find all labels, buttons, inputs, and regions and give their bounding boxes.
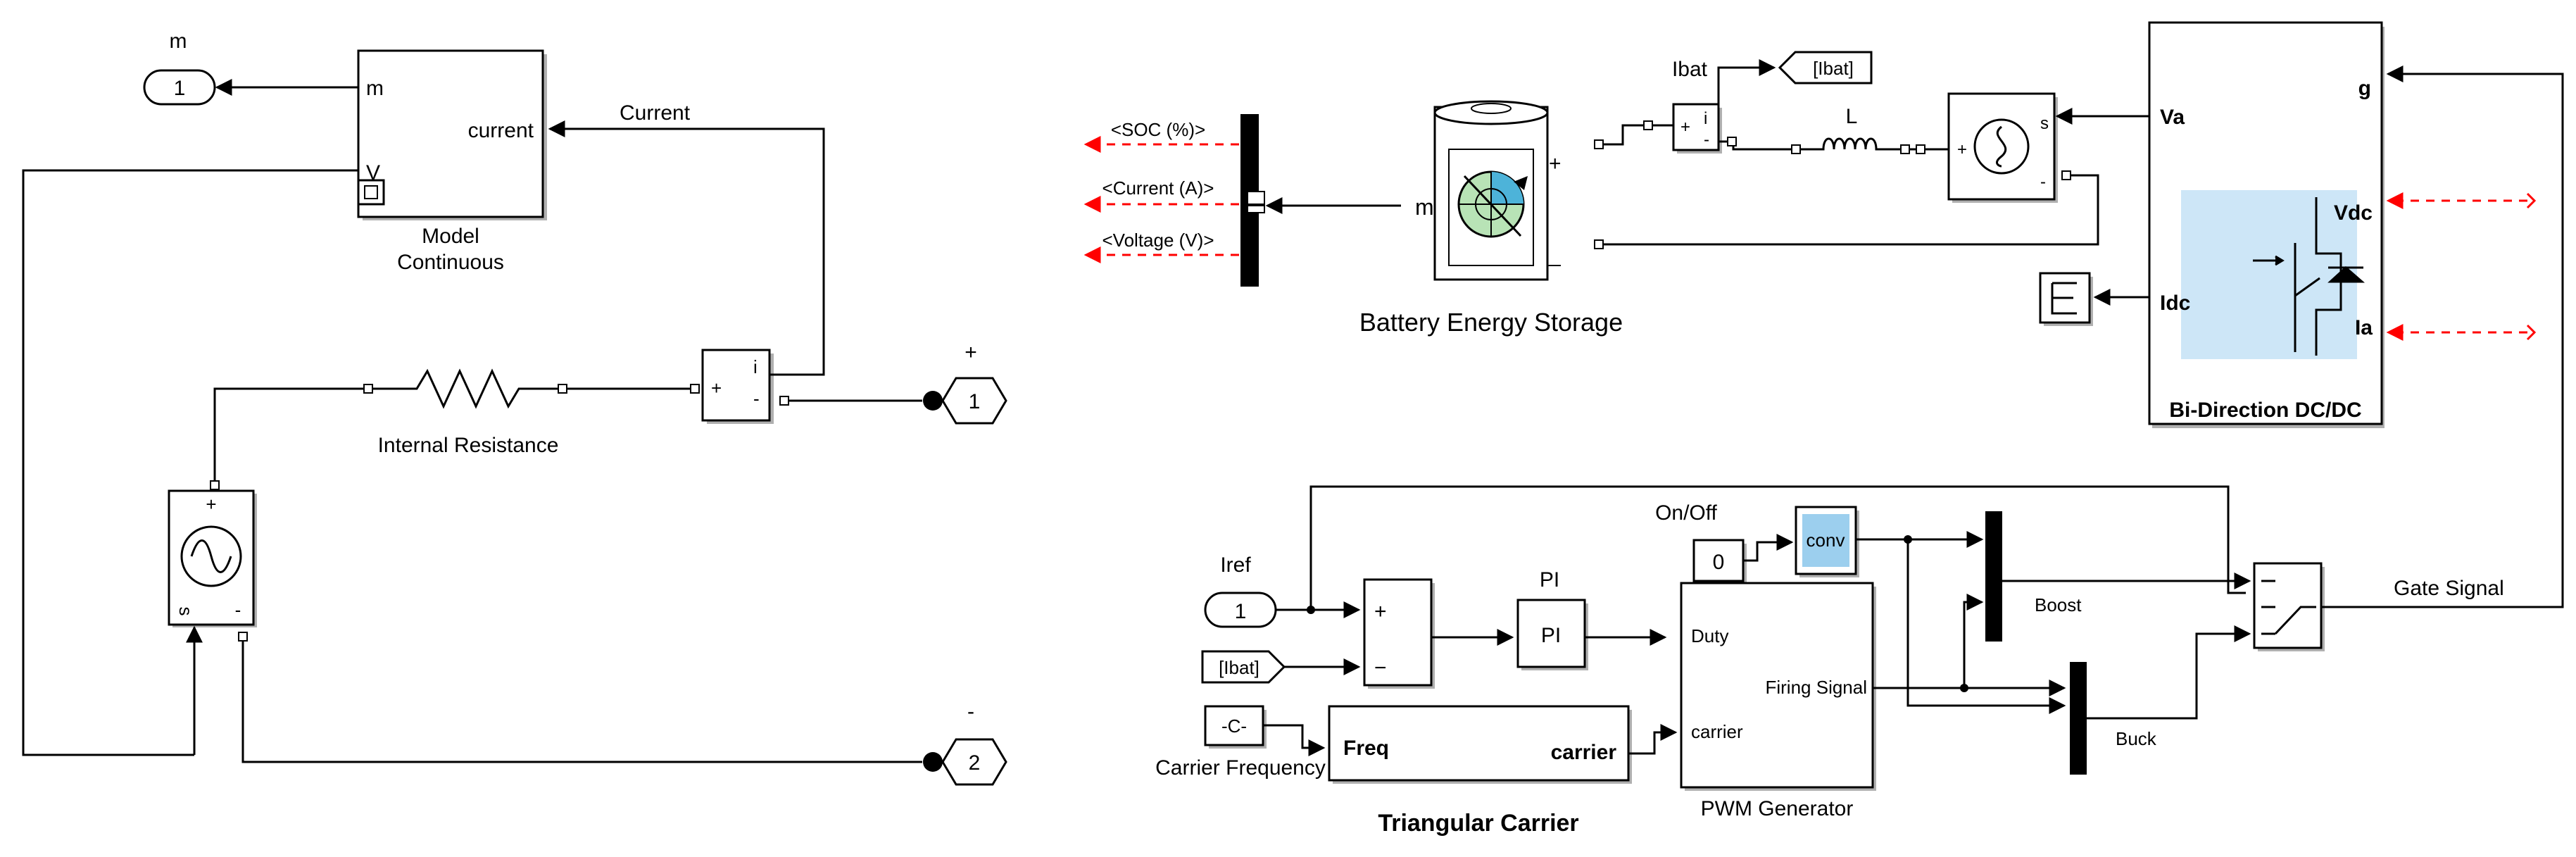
converter-icon-background [2181, 190, 2357, 359]
controlled-voltage-source[interactable]: + s - [168, 480, 257, 642]
model-continuous-block[interactable]: m current V [357, 49, 547, 220]
iref-number: 1 [1235, 600, 1247, 623]
converter-label: Bi-Direction DC/DC [2169, 399, 2361, 422]
pwm-out-firing: Firing Signal [1765, 677, 1867, 698]
vsource-minus: - [2040, 173, 2046, 192]
battery-plus: + [1549, 152, 1562, 175]
sum-block[interactable]: + − [1363, 578, 1435, 689]
data-type-conversion[interactable]: conv [1795, 506, 1859, 577]
model-name-line1: Model [422, 225, 479, 248]
const-c-value: -C- [1221, 715, 1247, 737]
from-ibat-text: [Ibat] [1219, 657, 1259, 678]
gate-switch[interactable] [2253, 562, 2325, 651]
conn-plus-number: 1 [969, 390, 981, 413]
bus-label-voltage: <Voltage (V)> [1102, 230, 1214, 251]
conv-port-idc: Idc [2160, 292, 2190, 315]
outport-m-number: 1 [174, 77, 186, 100]
battery-section: <SOC (%)> <Current (A)> <Voltage (V)> m [1083, 51, 2149, 337]
current-signal-label: Current [620, 101, 691, 125]
bus-label-current: <Current (A)> [1102, 177, 1214, 199]
pi-title: PI [1540, 568, 1559, 592]
model-name-line2: Continuous [397, 251, 504, 274]
iref-label: Iref [1220, 553, 1251, 577]
triangular-carrier-label: Triangular Carrier [1378, 810, 1578, 837]
conn-port-plus[interactable]: + 1 [941, 341, 1007, 425]
source-s: s [175, 607, 196, 616]
resistor-label: Internal Resistance [378, 434, 559, 457]
pwm-generator[interactable]: Duty carrier Firing Signal [1680, 582, 1876, 791]
pwm-label: PWM Generator [1701, 797, 1854, 820]
bus-outputs: <SOC (%)> <Current (A)> <Voltage (V)> [1083, 119, 1239, 263]
vsource-plus: + [1957, 140, 1967, 159]
igbt-diode-icon [2253, 197, 2365, 356]
battery-label: Battery Energy Storage [1359, 308, 1623, 337]
ibat-sensor-plus: + [1680, 118, 1690, 137]
iref-inport[interactable]: 1 [1204, 592, 1277, 628]
onoff-constant-value: 0 [1713, 551, 1725, 574]
onoff-constant[interactable]: 0 [1692, 539, 1747, 584]
ibat-current-sensor[interactable]: + i - [1672, 103, 1722, 154]
conv-port-vdc: Vdc [2334, 201, 2373, 225]
buck-label: Buck [2116, 728, 2157, 749]
from-ibat[interactable]: [Ibat] [1201, 650, 1286, 684]
pi-controller[interactable]: PI [1516, 599, 1588, 670]
internal-resistance[interactable] [363, 368, 567, 409]
left-sensor-plus: + [711, 377, 722, 399]
conv-port-ia: Ia [2355, 316, 2373, 339]
inductor-label: L [1846, 105, 1858, 128]
onoff-label: On/Off [1655, 501, 1717, 525]
bus-selector[interactable] [1240, 114, 1265, 287]
control-section: Iref 1 [Ibat] + − PI PI On [1155, 485, 2504, 837]
goto-ibat[interactable]: [Ibat] [1778, 51, 1873, 85]
source-minus: - [235, 599, 241, 620]
model-port-v: V [366, 161, 380, 184]
battery-m-label: m [1415, 194, 1434, 220]
tri-in-freq: Freq [1343, 737, 1389, 760]
conn-minus-sign: - [967, 700, 974, 723]
pi-block-text: PI [1541, 624, 1561, 647]
boost-mux[interactable] [1985, 511, 2002, 642]
carrier-frequency-label: Carrier Frequency [1155, 756, 1326, 780]
gate-signal-label: Gate Signal [2394, 577, 2504, 600]
battery-minus: _ [1548, 244, 1562, 267]
idc-terminator[interactable] [2039, 272, 2093, 326]
pwm-in-duty: Duty [1691, 625, 1728, 646]
sum-plus: + [1374, 600, 1387, 623]
pwm-in-carrier: carrier [1691, 721, 1743, 742]
conv-port-va: Va [2160, 106, 2185, 129]
triangular-carrier[interactable]: Freq carrier [1328, 705, 1632, 784]
sum-minus: − [1374, 656, 1387, 680]
tri-out-carrier: carrier [1551, 741, 1617, 764]
buck-mux[interactable] [2070, 662, 2087, 775]
bidirectional-converter[interactable]: Va g Vdc Idc Ia [2148, 21, 2385, 428]
model-port-current: current [468, 119, 534, 142]
left-sensor-minus: - [753, 388, 760, 409]
model-port-m: m [366, 77, 384, 100]
conn-port-minus[interactable]: - 2 [941, 700, 1007, 786]
outport-m-label: m [170, 30, 187, 53]
bus-label-soc: <SOC (%)> [1111, 119, 1205, 140]
left-sensor-i: i [753, 356, 758, 377]
left-subsystem: m 1 m current V Model Continuous Current [22, 30, 1007, 786]
outport-m[interactable]: m 1 [143, 30, 216, 106]
ibat-sensor-i: i [1704, 109, 1707, 128]
battery-icon[interactable] [1433, 100, 1549, 281]
conn-minus-number: 2 [969, 751, 981, 775]
source-plus: + [206, 494, 216, 515]
goto-ibat-text: [Ibat] [1813, 58, 1854, 79]
conv-port-g: g [2358, 77, 2371, 100]
controlled-voltage-source-2[interactable]: + s - [1947, 92, 2071, 203]
conn-plus-sign: + [965, 341, 977, 364]
ibat-sensor-minus: - [1704, 130, 1709, 149]
carrier-frequency-constant[interactable]: -C- [1204, 705, 1267, 749]
vsource-s: s [2040, 114, 2049, 133]
boost-label: Boost [2035, 594, 2082, 615]
inductor-l[interactable] [1800, 137, 1910, 154]
conv-label: conv [1807, 530, 1845, 551]
ibat-label: Ibat [1672, 58, 1708, 81]
left-current-sensor[interactable]: + i - [701, 349, 789, 424]
